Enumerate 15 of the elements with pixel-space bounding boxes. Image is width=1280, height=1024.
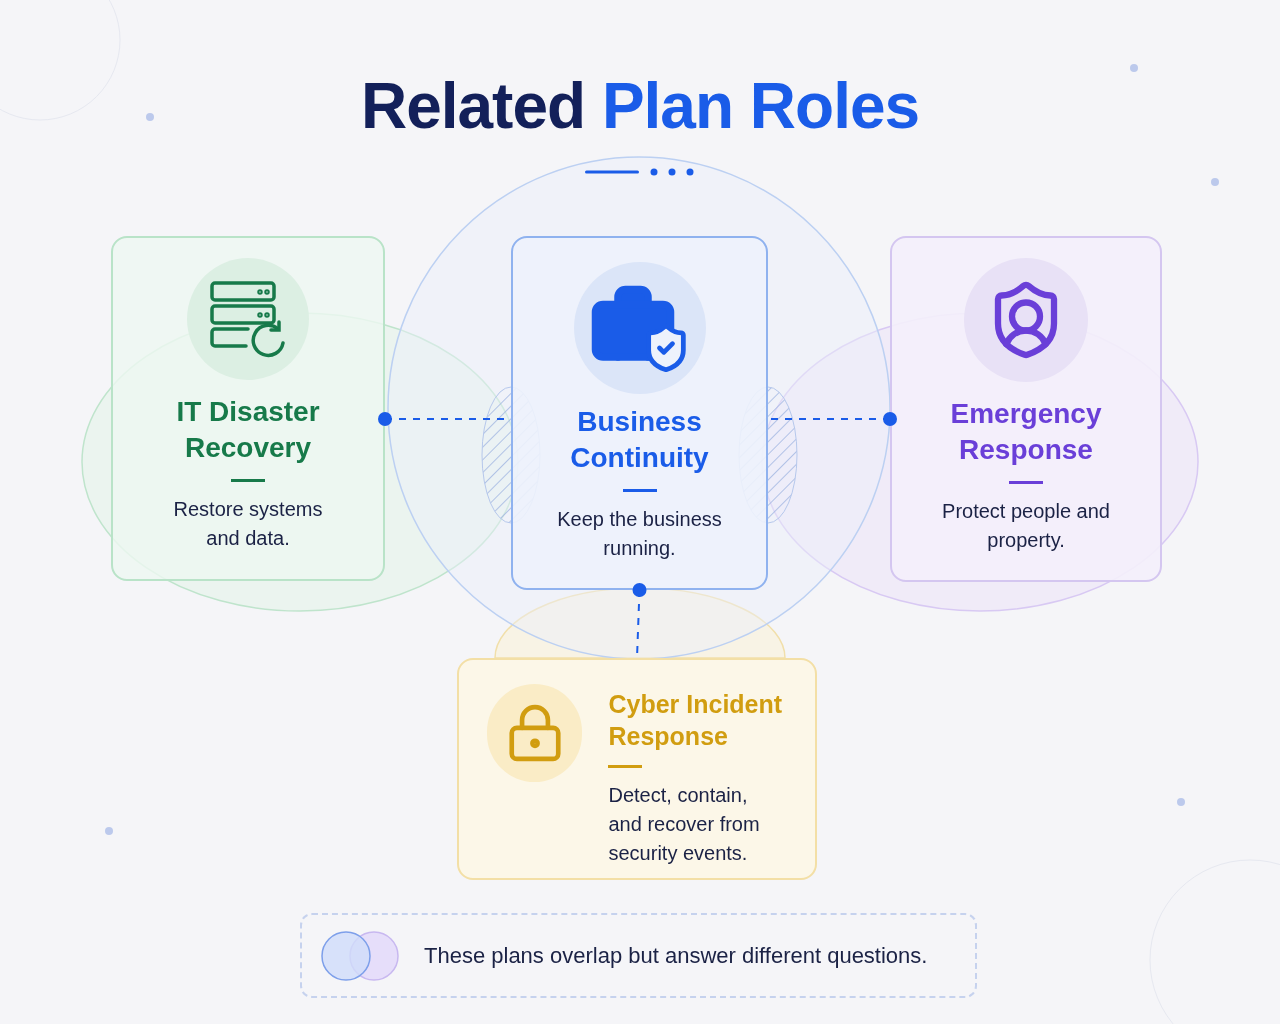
card-description: Restore systems and data.	[172, 496, 324, 551]
card-heading: Business Continuity	[569, 405, 710, 475]
card-heading: Emergency Response	[949, 397, 1103, 467]
plan-card	[890, 236, 1162, 582]
plan-card	[457, 658, 817, 880]
card-heading: IT Disaster Recovery	[175, 395, 321, 465]
plan-card	[111, 236, 385, 581]
title: Related Plan Roles	[360, 69, 920, 144]
card-heading: Cyber Incident Response	[608, 689, 784, 752]
card-description: Detect, contain, and recover from security events.	[608, 783, 761, 866]
note-text: These plans overlap but answer different questions.	[424, 942, 928, 970]
card-description: Protect people and property.	[941, 498, 1111, 553]
plan-card	[511, 236, 768, 590]
card-description: Keep the business running.	[556, 506, 723, 561]
note-box	[300, 913, 977, 998]
